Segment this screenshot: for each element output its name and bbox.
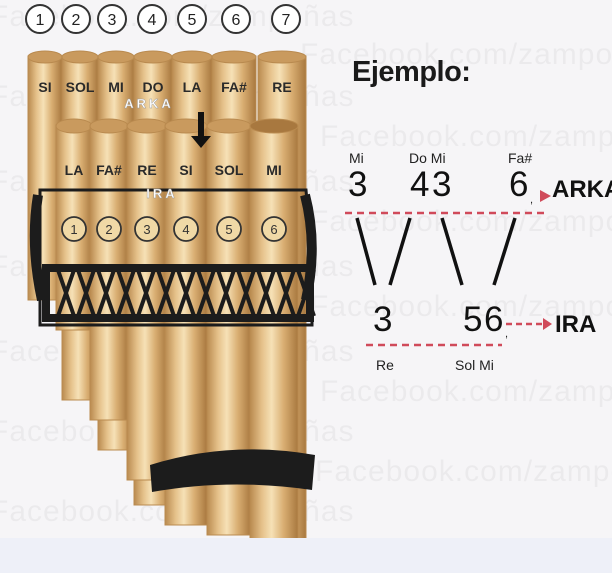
number-circle [97,4,127,34]
ira-number-label: 4 [182,222,189,237]
ira-number-label: 5 [225,222,232,237]
number-circle [271,4,301,34]
lower-binding [150,449,315,492]
pipe-opening [89,118,129,134]
arka-row-label: ARKA [124,96,174,111]
number-circle [177,4,207,34]
pipe-opening [257,50,307,64]
ira-pipe [89,124,129,421]
ira-note-label: FA# [96,162,122,178]
number-circle-label: 6 [232,12,241,29]
binding-cross [196,269,216,317]
ira-note-label: SI [179,162,192,178]
pipe-opening [211,50,257,64]
binding-cross [96,269,116,317]
arka-note-label: MI [108,79,124,95]
ira-number-circle [216,216,242,242]
ira-row-label: IRA [146,186,177,201]
side-cord [300,193,317,302]
top-digit: 3 [348,165,368,204]
bottom-band [0,538,612,573]
octave-mark: , [505,328,509,340]
binding-cross [136,269,156,317]
number-circle-label: 5 [188,12,197,29]
number-circle [61,4,91,34]
arka-note-label: SI [38,79,51,95]
ira-number-label: 3 [143,222,150,237]
ira-note-label: LA [65,162,84,178]
arka-note-label: SOL [66,79,95,95]
binding-cross [156,269,176,317]
binding-cross [216,269,236,317]
number-circle [221,4,251,34]
binding-cross [56,269,76,317]
note-label-re: Re [376,357,394,373]
bottom-digit: 5 [463,300,483,339]
ira-note-label: RE [137,162,156,178]
top-digit: 4 [410,165,430,204]
ira-number-label: 2 [105,222,112,237]
bottom-digit: 6 [484,300,504,339]
number-circle-label: 7 [282,12,291,29]
binding-cross [236,269,256,317]
top-number-circles: 1 2 3 4 5 6 7 [25,4,301,34]
arka-result-label: ARKA [552,176,612,203]
ira-number-circle [173,216,199,242]
note-label-mi: Mi [349,150,364,166]
ira-result-label: IRA [555,311,597,338]
binding-cross [256,269,276,317]
number-circle [25,4,55,34]
number-circle-label: 4 [148,12,157,29]
ira-number-circle [261,216,287,242]
pipe-opening [133,50,173,64]
side-cord [29,194,47,302]
ira-number-circle [134,216,160,242]
note-label-do-mi: Do Mi [409,150,446,166]
note-label-fa-sharp: Fa# [508,150,533,166]
ira-note-label: MI [266,162,282,178]
example-title: Ejemplo: [352,56,471,88]
ira-number-label: 1 [70,222,77,237]
ira-note-label: SOL [215,162,244,178]
pointer-arrow-icon [191,112,211,148]
binding-cross [116,269,136,317]
number-circle [137,4,167,34]
binding-cross [76,269,96,317]
arka-pipe-labels: SI SOL MI DO LA FA# RE ARKA [38,79,292,148]
bottom-digit: 3 [373,300,393,339]
number-circle-label: 3 [108,12,117,29]
ira-number-circle [61,216,87,242]
ira-pipe-labels: LA 1 FA# 2 RE 3 SI 4 SOL 5 MI 6 IRA [61,162,287,242]
pipe-opening [27,50,63,64]
pipe-opening [171,50,213,64]
arka-note-label: FA# [221,79,247,95]
pipe-opening [55,118,93,134]
number-circle-label: 2 [72,12,81,29]
pipe-opening [206,118,252,134]
binding-cords [29,188,317,492]
pipe-opening [61,50,99,64]
arka-note-label: RE [272,79,291,95]
ira-number-label: 6 [270,222,277,237]
arka-note-label: LA [183,79,202,95]
top-digit: 6 [509,165,529,204]
pipe-opening [249,118,299,134]
binding-cross [276,269,296,317]
pipe-opening [97,50,135,64]
pipe-opening [126,118,168,134]
ira-number-circle [96,216,122,242]
note-label-sol-mi: Sol Mi [455,357,494,373]
arka-note-label: DO [143,79,164,95]
binding-cross [176,269,196,317]
top-digit: 3 [432,165,452,204]
number-circle-label: 1 [36,12,45,29]
octave-mark: , [530,194,534,206]
